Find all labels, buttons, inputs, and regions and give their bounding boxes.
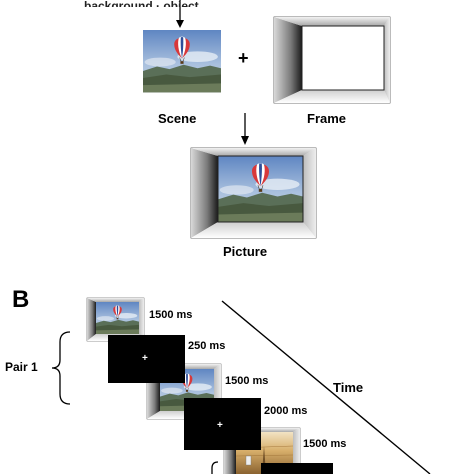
fixation-screen-1: + xyxy=(108,335,185,383)
duration-label: 2000 ms xyxy=(264,405,308,417)
pair-brace-2 xyxy=(211,461,219,474)
time-label: Time xyxy=(333,380,364,395)
arrow-to-picture xyxy=(241,113,249,145)
picture-label: Picture xyxy=(223,244,268,259)
frame-label: Frame xyxy=(307,111,347,126)
frame-image xyxy=(273,16,391,104)
scene-label: Scene xyxy=(158,111,197,126)
top-caption-fragment: background · object xyxy=(84,0,199,7)
pair-label: Pair 1 xyxy=(5,360,38,374)
pair-brace xyxy=(51,331,71,405)
duration-label: 1500 ms xyxy=(149,309,193,321)
fixation-cross-1: + xyxy=(142,353,148,364)
plus-sign: + xyxy=(238,48,249,68)
time-axis-line xyxy=(221,300,431,474)
fixation-cross-2: + xyxy=(217,420,223,431)
duration-label: 1500 ms xyxy=(225,375,269,387)
scene-image xyxy=(142,29,222,93)
panel-letter-b: B xyxy=(12,286,30,313)
duration-label: 1500 ms xyxy=(303,438,347,450)
duration-label: 250 ms xyxy=(188,340,226,352)
picture-image xyxy=(190,147,317,239)
fixation-screen-3 xyxy=(261,463,333,474)
arrow-to-scene xyxy=(176,0,184,28)
fixation-screen-2: + xyxy=(184,398,261,450)
